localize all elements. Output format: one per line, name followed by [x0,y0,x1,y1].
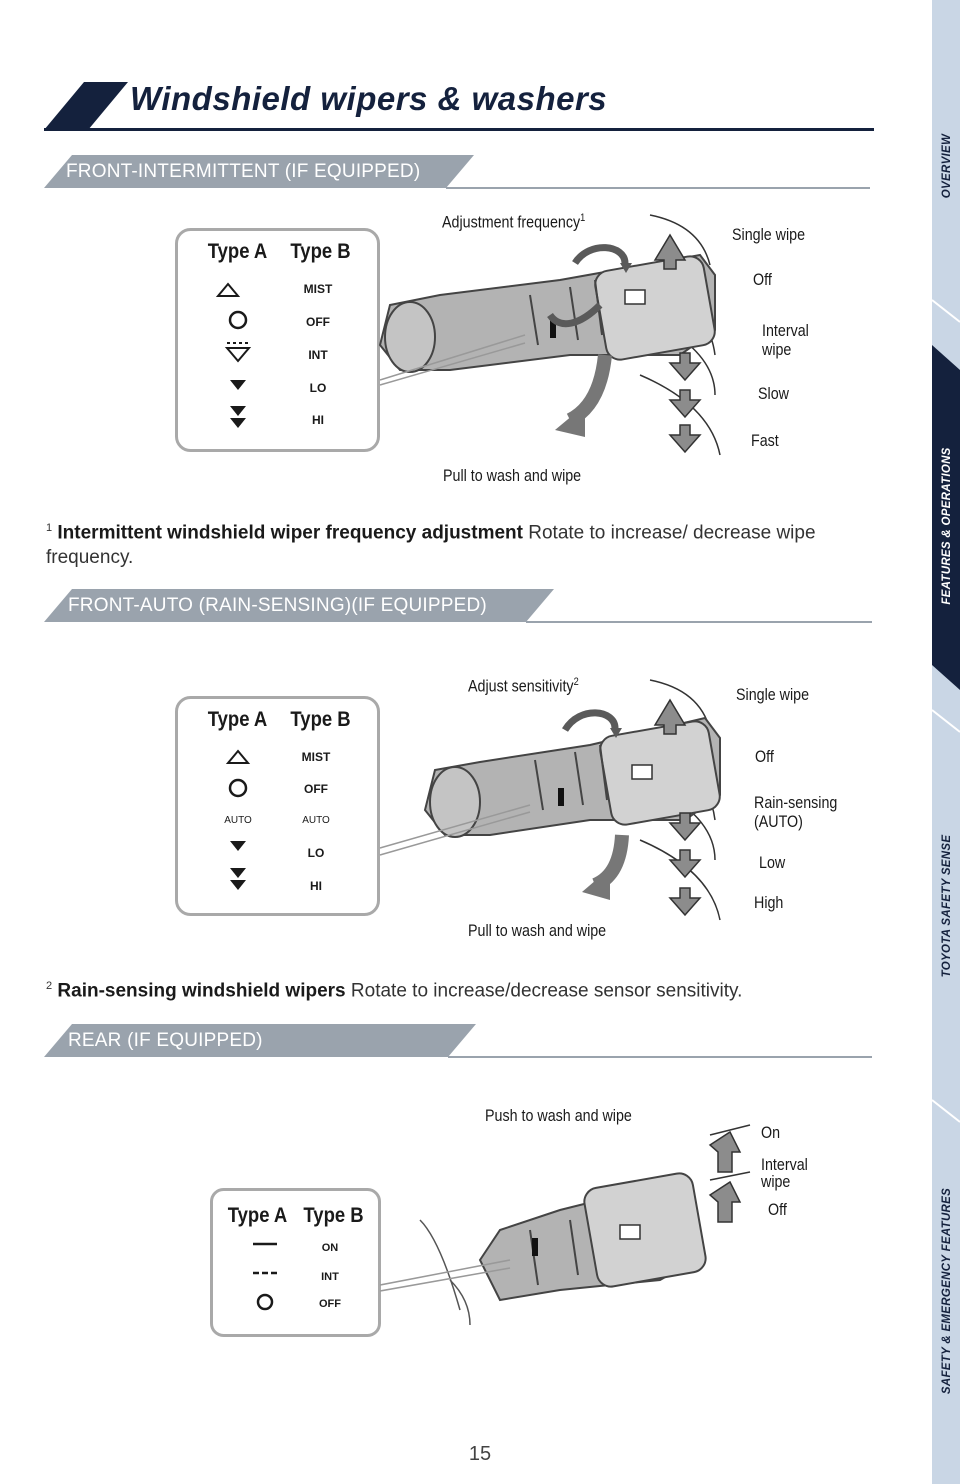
callout-on: On [761,1123,781,1142]
rotate-arrow-icon [562,709,619,733]
sidebar-tab-overview[interactable]: OVERVIEW [932,0,960,300]
tab-label: FEATURES & OPERATIONS [941,447,953,605]
circle-off-icon [256,1293,274,1311]
type-b-label: Type B [290,708,351,731]
section-header-rear: REAR (IF EQUIPPED) [68,1030,263,1051]
down-arrow-icon [668,812,702,842]
rotate-arrow-icon [572,244,629,266]
sidebar-nav [932,0,960,1484]
circle-off-icon [228,310,248,330]
up-arrow-icon [653,233,687,270]
callout-interval-wipe: wipe [761,1172,791,1191]
callout-single-wipe: Single wipe [732,225,806,244]
section-header-front-auto: FRONT-AUTO (RAIN-SENSING)(IF EQUIPPED) [68,595,487,616]
type-b-on: ON [321,1242,339,1254]
sidebar-tab-emergency[interactable]: SAFETY & EMERGENCY FEATURES [932,1120,960,1484]
title-banner [44,82,874,131]
type-legend-box-1 [175,228,380,452]
type-b-lo: LO [309,381,327,395]
type-a-label: Type A [207,708,268,731]
double-down-arrow-hi-icon [230,868,246,890]
type-a-auto: AUTO [224,815,252,826]
callout-rain-auto: (AUTO) [754,812,803,831]
sidebar-tab-shapes [932,299,960,1123]
callout-pull-wash: Pull to wash and wipe [468,921,607,940]
down-arrow-lo-icon [230,380,246,390]
circle-off-icon [228,778,248,798]
type-b-hi: HI [310,879,322,893]
type-b-int: INT [308,348,328,362]
type-b-off: OFF [319,1298,341,1310]
callout-off: Off [753,270,772,289]
callout-push-wash: Push to wash and wipe [485,1106,632,1125]
callout-high: High [754,893,784,912]
type-b-off: OFF [306,315,330,329]
callout-rain-sensing: Rain-sensing [754,793,838,812]
up-arrow-icon [708,1130,742,1173]
callout-interval-wipe: wipe [762,340,792,359]
section-header-bg [44,1024,872,1058]
type-b-off: OFF [304,782,328,796]
wiper-stalk-illustration-2 [379,679,721,921]
down-arrow-icon [668,352,702,382]
wiper-int-icon [224,342,252,363]
callout-pull-wash: Pull to wash and wipe [443,466,582,485]
type-b-int: INT [321,1271,339,1283]
down-arrow-lo-icon [230,841,246,851]
tab-label: OVERVIEW [941,133,953,199]
sidebar-tab-features[interactable]: FEATURES & OPERATIONS [932,345,960,690]
type-b-auto: AUTO [302,815,330,826]
type-b-mist: MIST [303,282,333,296]
page-number: 15 [468,1443,492,1465]
callout-off: Off [768,1200,787,1219]
type-a-label: Type A [207,240,268,263]
double-down-arrow-hi-icon [230,406,246,428]
note-intermittent: 1 Intermittent windshield wiper frequenc… [46,522,816,569]
section-header-bg [44,155,870,189]
page-title: Windshield wipers & washers [130,80,608,117]
callout-low: Low [759,853,786,872]
callout-off: Off [755,747,774,766]
type-legend-box-2 [175,696,380,916]
callout-interval: Interval [762,321,809,340]
type-b-mist: MIST [301,750,331,764]
callout-slow: Slow [758,384,789,403]
callout-adjust-sensitivity: Adjust sensitivity2 [468,676,579,696]
section-header-front-intermittent: FRONT-INTERMITTENT (IF EQUIPPED) [66,161,421,182]
callout-adjustment-frequency: Adjustment frequency1 [442,212,586,232]
callout-interval: Interval [761,1155,808,1174]
pull-arrow-icon [566,354,612,427]
triangle-mist-icon [225,749,251,764]
note-rain-sensing: 2 Rain-sensing windshield wipers Rotate … [46,980,743,1002]
type-b-label: Type B [290,240,351,263]
tab-label: SAFETY & EMERGENCY FEATURES [941,1187,953,1395]
sidebar-tab-safety-sense[interactable]: TOYOTA SAFETY SENSE [932,710,960,1100]
triangle-mist-icon [215,282,241,297]
wiper-stalk-illustration-1 [378,214,721,456]
up-arrow-icon [653,698,687,735]
callout-fast: Fast [751,431,779,450]
type-b-hi: HI [312,413,324,427]
active-tab-shape [932,345,960,690]
type-a-label: Type A [227,1204,288,1227]
section-header-bg [44,589,872,623]
type-b-lo: LO [307,846,325,860]
wiper-stalk-illustration-3 [380,1124,751,1326]
tab-label: TOYOTA SAFETY SENSE [941,834,953,978]
type-legend-box-3 [210,1188,381,1337]
callout-single-wipe: Single wipe [736,685,810,704]
type-b-label: Type B [303,1204,364,1227]
